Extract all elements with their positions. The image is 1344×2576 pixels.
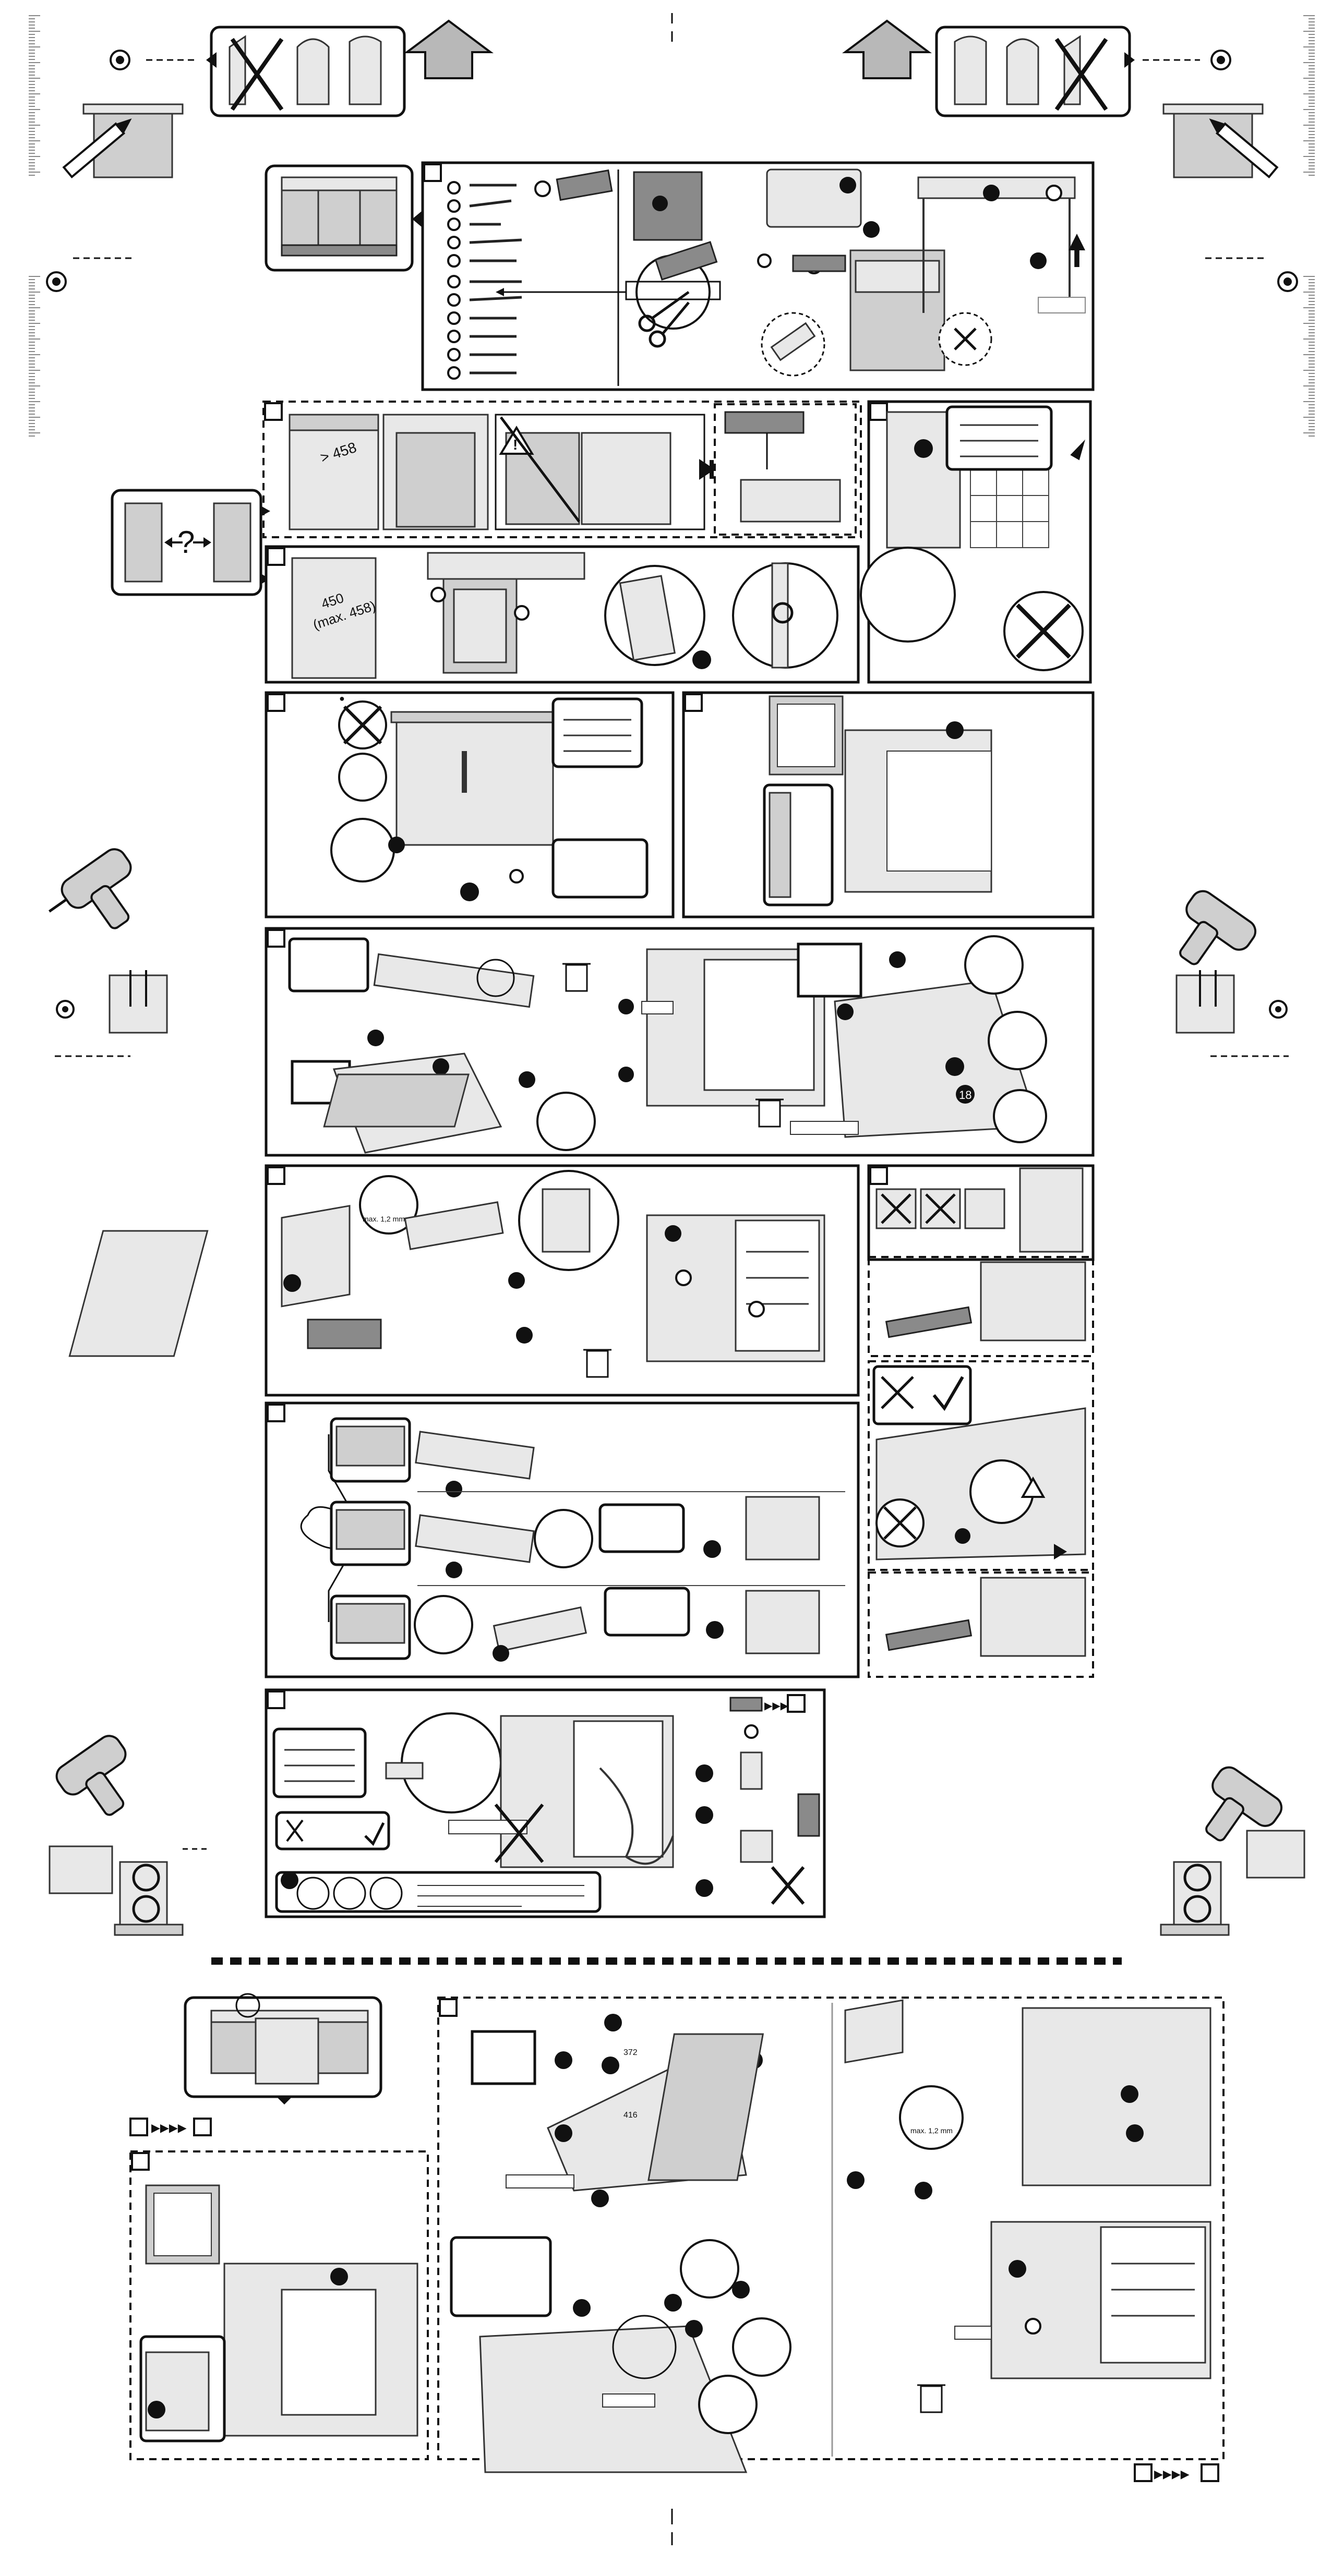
- left-clamp-illustration: [49, 1735, 209, 1936]
- step-side-connection: [860, 400, 1092, 684]
- target-mark-icon: [110, 50, 130, 70]
- niche-question-box: ?: [111, 489, 270, 596]
- step-checkbox: [264, 402, 283, 421]
- warning-icon: [1021, 1476, 1046, 1498]
- trash-bin-icon: [917, 2384, 945, 2413]
- right-clamp-illustration: [1160, 1766, 1305, 1936]
- top-right-corner-illustration: [842, 19, 1279, 179]
- forward-arrows-label: ▶▶▶▶: [151, 2121, 187, 2134]
- calibration-ruler: [29, 276, 40, 437]
- calibration-ruler: [1303, 276, 1315, 437]
- trash-bin-icon: [562, 963, 591, 992]
- step-panel-options: [867, 1164, 1095, 1678]
- step-lower-template: [129, 2150, 429, 2460]
- lower-section-cabinet-box: ▶▶▶▶: [129, 1993, 382, 2136]
- left-drill-illustration: [49, 848, 168, 1057]
- step-parts-overview: [265, 161, 1095, 391]
- step-checkbox: [129, 2118, 148, 2136]
- step-checkbox: [267, 929, 285, 948]
- question-mark: ?: [177, 525, 195, 560]
- step-checkbox: [684, 693, 703, 712]
- pencil-icon: [62, 118, 132, 179]
- arrow-left-icon: [206, 52, 217, 68]
- step-mount-template: 18: [265, 927, 1095, 1157]
- calibration-ruler: [1303, 15, 1315, 176]
- width-b-label: 416: [623, 2111, 638, 2120]
- drill-icon: [49, 848, 132, 929]
- step-door-mount: max. 1,2 mm: [68, 1164, 860, 1397]
- right-drill-illustration: [1175, 890, 1289, 1057]
- step-template-placement: [682, 691, 1095, 918]
- drill-icon: [1179, 890, 1257, 965]
- step-plinth-options: [265, 1401, 860, 1678]
- arrow-up-icon: [1069, 234, 1085, 267]
- arrow-up-icon: [1070, 439, 1085, 461]
- step-lower-assembly: 372 416 max. 1,2 mm: [437, 1997, 1225, 2473]
- bottom-forward-marker: ▶▶▶▶: [1134, 2463, 1219, 2482]
- installation-overview-drawing: [496, 168, 1086, 377]
- step-checkbox: [267, 693, 285, 712]
- step-niche-measurement: > 458 !: [262, 401, 862, 538]
- top-left-corner-illustration: [62, 19, 494, 179]
- trash-bin-icon: [755, 1098, 784, 1128]
- step-checkbox: [131, 2152, 150, 2171]
- step-checkbox: [439, 1998, 458, 2017]
- step-number-label: 18: [959, 1089, 971, 1102]
- calibration-ruler: [29, 15, 40, 176]
- step-checkbox: [423, 163, 442, 182]
- step-checkbox: [869, 402, 888, 421]
- gap-label: max. 1,2 mm: [363, 1215, 405, 1223]
- step-checkbox: [267, 1166, 285, 1185]
- svg-text:●: ●: [339, 693, 345, 704]
- width-a-label: 372: [623, 2048, 638, 2057]
- step-checkbox: [267, 547, 285, 566]
- gap-label-lower: max. 1,2 mm: [910, 2126, 953, 2135]
- arrow-up-icon: [404, 19, 494, 79]
- step-water-connection: ▶▶▶▶: [265, 1688, 826, 1918]
- step-checkbox: [869, 1166, 888, 1185]
- arrow-up-icon: [842, 19, 932, 79]
- left-side-target: [46, 257, 136, 292]
- forward-arrows-label: ▶▶▶▶: [1154, 2468, 1190, 2481]
- step-level-adjust: ●: [265, 691, 675, 918]
- drill-icon: [1205, 1766, 1283, 1842]
- parts-list: [447, 169, 613, 380]
- drill-icon: [55, 1735, 127, 1816]
- trash-bin-icon: [583, 1349, 611, 1378]
- step-height-adjust: 450 (max. 458): [265, 545, 860, 684]
- svg-text:!: !: [513, 437, 518, 453]
- right-side-target: [1205, 257, 1298, 292]
- step-checkbox: [267, 1690, 285, 1709]
- check-icon: [932, 1376, 964, 1411]
- scissors-icon: [638, 291, 690, 348]
- step-checkbox: [267, 1404, 285, 1422]
